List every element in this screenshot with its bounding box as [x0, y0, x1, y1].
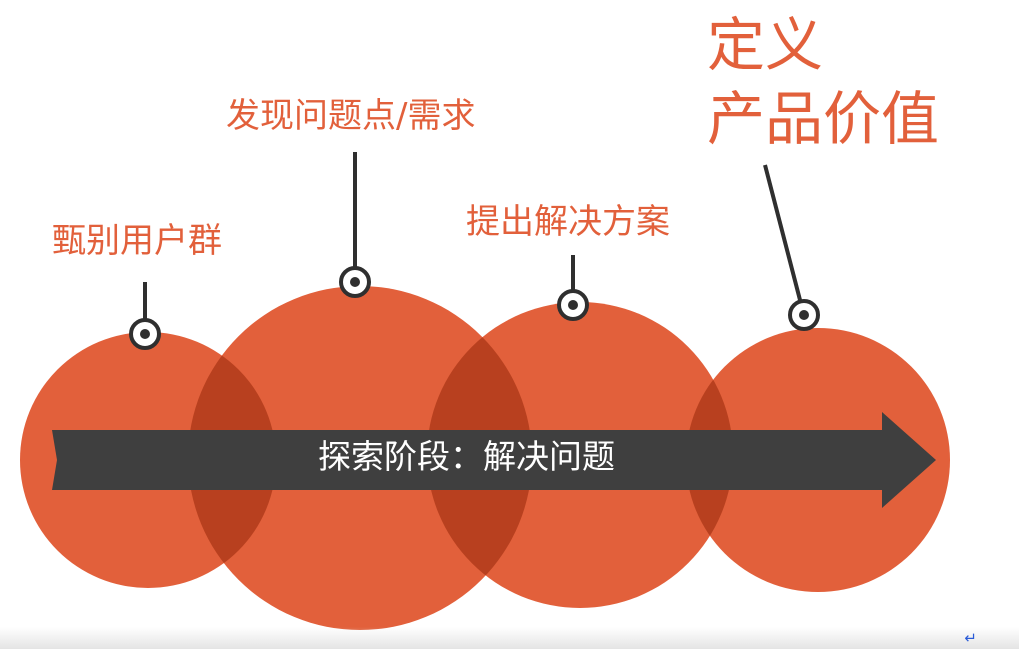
- return-mark: ↵: [964, 629, 977, 647]
- stage-label-segment-users: 甄别用户群: [52, 221, 222, 261]
- bottom-fade: [0, 627, 1019, 649]
- connector-4: [763, 164, 802, 301]
- marker-3: [557, 289, 589, 321]
- process-arrow: [52, 412, 936, 508]
- stage-label-propose-solution: 提出解决方案: [466, 202, 670, 242]
- stage-label-define-value-line1: 定义: [707, 11, 824, 79]
- marker-1: [129, 318, 161, 350]
- overlap-2-3: [427, 302, 532, 608]
- marker-4: [788, 299, 820, 331]
- stage-label-define-value-line2: 产品价值: [707, 85, 940, 153]
- stage-label-find-problem: 发现问题点/需求: [226, 96, 476, 136]
- marker-2: [339, 266, 371, 298]
- arrow-label: 探索阶段：解决问题: [318, 437, 615, 476]
